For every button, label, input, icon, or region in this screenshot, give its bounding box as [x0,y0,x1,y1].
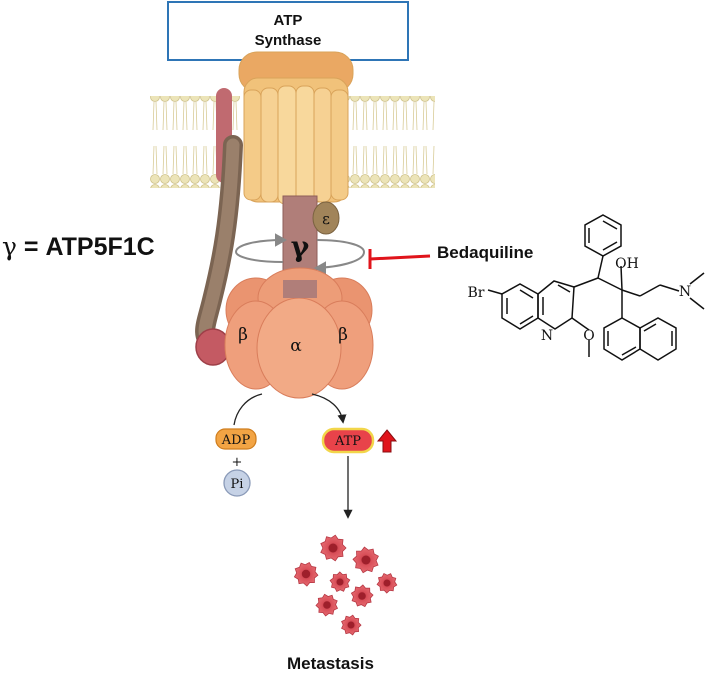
beta-left-label: β [238,325,248,345]
gamma-equation-text: = ATP5F1C [16,233,155,261]
gamma-subunit-label: γ [291,230,310,263]
title-box: ATP Synthase [167,1,409,61]
cell-nucleus [301,569,311,579]
epsilon-subunit: ε [312,201,340,235]
outcome-label: Metastasis [287,654,374,673]
cell-nucleus [347,621,355,629]
inhibitor-name: Bedaquiline [437,243,534,262]
title-line-2: Synthase [254,32,322,49]
inhibition-line [368,249,431,269]
bedaquiline-structure [487,214,705,361]
cell-nucleus [358,592,366,600]
beta-right-label: β [338,325,348,345]
atom-br: Br [468,285,485,301]
peripheral-stalk [195,88,243,366]
atp-label: ATP [334,434,361,449]
metastasis-cells [293,534,398,636]
adp-molecule: ADP [215,428,257,450]
up-arrow-icon [376,429,398,453]
title-line-1: ATP [273,12,303,29]
cell-nucleus [323,601,331,609]
gamma-symbol: γ [2,232,17,261]
gamma-equation: γ = ATP5F1C [2,232,155,262]
f1-head [224,267,374,399]
atp-curve-arrow [311,393,347,424]
atom-n-amine: N [679,284,691,300]
adp-curve [233,393,263,426]
adp-label: ADP [221,433,251,448]
atom-n-ring: N [541,328,553,344]
epsilon-label: ε [322,210,330,228]
alpha-label: α [290,336,302,356]
atom-oh: OH [615,256,639,272]
cell-nucleus [336,578,344,586]
cell-nucleus [328,543,338,553]
membrane-right [345,96,435,188]
cell-nucleus [383,579,391,587]
rotation-arrow [234,233,366,275]
plus-sign: + [232,455,243,470]
pi-label: Pi [231,477,244,492]
atp-molecule: ATP [321,427,375,454]
pi-molecule: Pi [223,469,251,497]
cell-nucleus [361,555,371,565]
fo-c-ring [238,51,354,205]
atom-o-methoxy: O [583,328,594,344]
